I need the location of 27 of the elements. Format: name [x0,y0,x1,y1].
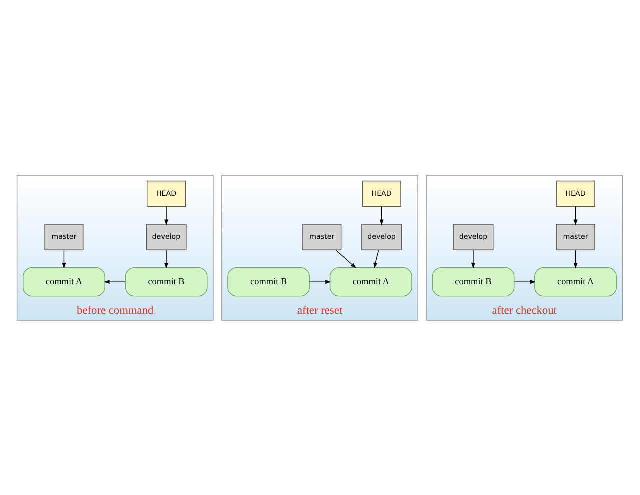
node-box: develop [453,224,494,250]
arrow [309,280,332,284]
node-box: HEAD [146,180,186,207]
node-box: commit A [534,267,617,296]
node-box: master [302,224,342,250]
arrow [62,250,66,268]
node-box: develop [146,224,187,250]
arrow [471,250,476,268]
node-box: commit B [228,267,310,296]
arrow [164,206,169,225]
node-box: master [44,224,84,250]
arrow [164,250,169,268]
node-box: commit A [330,267,412,296]
arrow [380,206,384,225]
arrow [574,250,578,268]
arrow [574,206,578,225]
node-box: commit B [125,267,208,296]
arrow [336,250,356,268]
node-box: HEAD [362,180,402,207]
node-box: HEAD [556,180,596,207]
arrow [514,280,536,284]
node-box: develop [362,224,402,250]
node-box: commit A [23,267,106,296]
arrow [104,280,126,284]
arrow [374,250,380,268]
node-box: commit B [432,267,515,296]
node-box: master [556,224,596,250]
